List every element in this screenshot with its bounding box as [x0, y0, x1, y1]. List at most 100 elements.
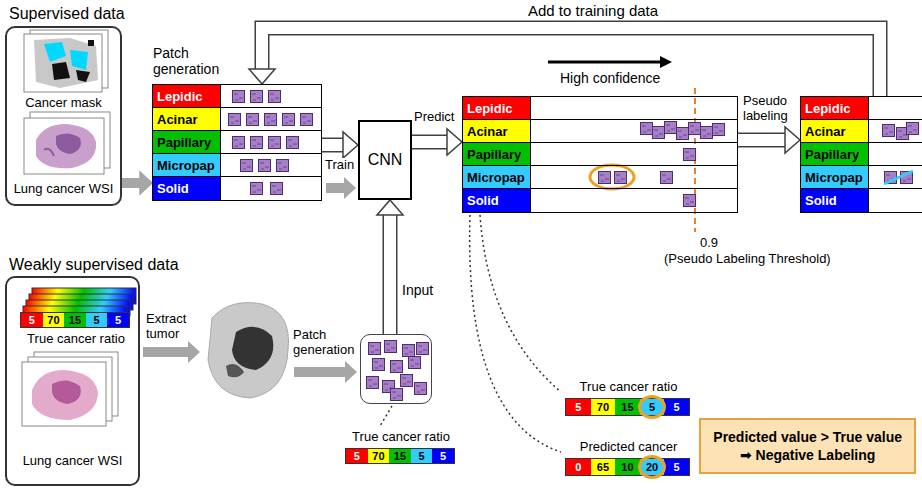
ratio-value: 65 — [597, 462, 609, 473]
text-slot: Cancer mask — [7, 96, 120, 111]
ratio-cell: 5 — [86, 313, 108, 327]
patch — [265, 114, 277, 126]
edge-label: Add to training data — [528, 2, 658, 19]
ratio-value: 5 — [29, 315, 35, 326]
free-label: (Pseudo Labeling Threshold) — [664, 252, 831, 267]
flow-arrow — [294, 361, 357, 383]
note-line: Predicted value > True value — [713, 428, 902, 446]
ratio-cell: 15 — [615, 399, 640, 415]
ratio-bar: Predicted cancer06510205 — [565, 458, 690, 476]
edge-label: Train — [325, 158, 354, 173]
arrow-shaft — [412, 136, 448, 148]
note-line: ➡ Negative Labeling — [713, 446, 902, 464]
edge-label: Predict — [414, 110, 454, 125]
arrow-outline — [322, 138, 344, 153]
process-label: CNN — [368, 151, 403, 169]
patch — [417, 343, 429, 355]
row-label: Acinar — [805, 124, 845, 139]
edge-label: Input — [402, 282, 433, 298]
pattern-row: Lepidic — [801, 97, 922, 120]
patch — [367, 377, 379, 389]
ratio-cell: 5 — [664, 399, 689, 415]
text-slot: Predicted cancer — [536, 440, 721, 455]
panel-heading: Supervised data — [9, 5, 125, 23]
text-slot: Supervised data — [9, 5, 125, 23]
pattern-row: Acinar — [463, 120, 737, 143]
pattern-row: Acinar — [801, 120, 922, 143]
text-slot: True cancer ratio — [0, 332, 161, 347]
class-table: Patch generationLepidicAcinarPapillaryMi… — [152, 84, 322, 201]
ratio-value: 15 — [621, 402, 633, 413]
ratio-cell: 15 — [64, 313, 86, 327]
wsi-image — [24, 112, 110, 174]
patch — [269, 137, 281, 149]
ratio-bar: True cancer ratio5701555 — [565, 398, 690, 416]
pattern-row: Papillary — [801, 143, 922, 166]
patch — [653, 127, 665, 139]
patch — [403, 345, 415, 357]
patch — [251, 91, 263, 103]
patch — [247, 114, 259, 126]
patch — [233, 137, 245, 149]
ratio-value: 10 — [621, 462, 633, 473]
text-slot: Patch generation — [293, 328, 355, 358]
wsi-image — [22, 352, 118, 426]
arrow-outline — [262, 28, 880, 96]
row-label-cell: Acinar — [153, 108, 221, 130]
ratio-value: 5 — [575, 402, 581, 413]
ratio-value: 70 — [47, 315, 59, 326]
ratio-value: 5 — [440, 451, 446, 462]
tumor-image — [208, 303, 288, 398]
ratio-bar: 5701555True cancer ratio — [20, 312, 130, 328]
row-label-cell: Lepidic — [801, 97, 869, 119]
pattern-row: Micropap — [801, 166, 922, 189]
text-slot: 0.9 — [700, 236, 718, 251]
patch — [684, 195, 696, 207]
patch — [283, 114, 295, 126]
pattern-row: Solid — [153, 177, 321, 200]
row-label-cell: Acinar — [463, 120, 531, 142]
image-caption: Lung cancer WSI — [7, 182, 120, 197]
arrow-outline — [383, 214, 398, 334]
flow-arrow — [326, 177, 356, 199]
bar-heading: Predicted cancer — [536, 440, 721, 455]
edge-label: Pseudo labeling — [743, 94, 797, 124]
arrow-head — [785, 127, 800, 153]
row-label-cell: Solid — [801, 189, 869, 212]
bar-heading: True cancer ratio — [0, 332, 161, 347]
ratio-cell: 70 — [591, 399, 616, 415]
free-label: Extract tumor — [146, 312, 200, 342]
ratio-cell: 70 — [368, 449, 390, 463]
flow-arrow — [412, 129, 462, 155]
ratio-cell: 20 — [640, 459, 665, 475]
patch — [689, 123, 701, 135]
arrow-outline — [738, 133, 786, 148]
ratio-cell: 0 — [566, 459, 591, 475]
arrow-shaft — [738, 134, 786, 146]
ratio-value: 15 — [69, 315, 81, 326]
ratio-cell: 5 — [432, 449, 454, 463]
row-label: Lepidic — [467, 101, 513, 116]
ratio-cell: 10 — [615, 459, 640, 475]
ratio-cell: 5 — [664, 459, 689, 475]
class-table: LepidicAcinarPapillaryMicropapSolid — [800, 96, 922, 213]
patch — [229, 114, 241, 126]
bar-heading: True cancer ratio — [536, 380, 721, 395]
pattern-row: Solid — [463, 189, 737, 212]
pattern-row: Lepidic — [153, 85, 321, 108]
arrow-head — [140, 172, 152, 194]
arrow-head — [343, 132, 358, 158]
pattern-row: Acinar — [153, 108, 321, 131]
pattern-row: Solid — [801, 189, 922, 212]
ratio-value: 0 — [575, 462, 581, 473]
patch — [615, 172, 627, 184]
patch — [599, 172, 611, 184]
patch — [684, 149, 696, 161]
patch — [883, 125, 895, 137]
text-slot: Weakly supervised data — [9, 256, 179, 274]
patch — [287, 137, 299, 149]
confidence-arrow — [548, 61, 662, 64]
patch — [259, 160, 271, 172]
row-label-cell: Lepidic — [463, 97, 531, 119]
